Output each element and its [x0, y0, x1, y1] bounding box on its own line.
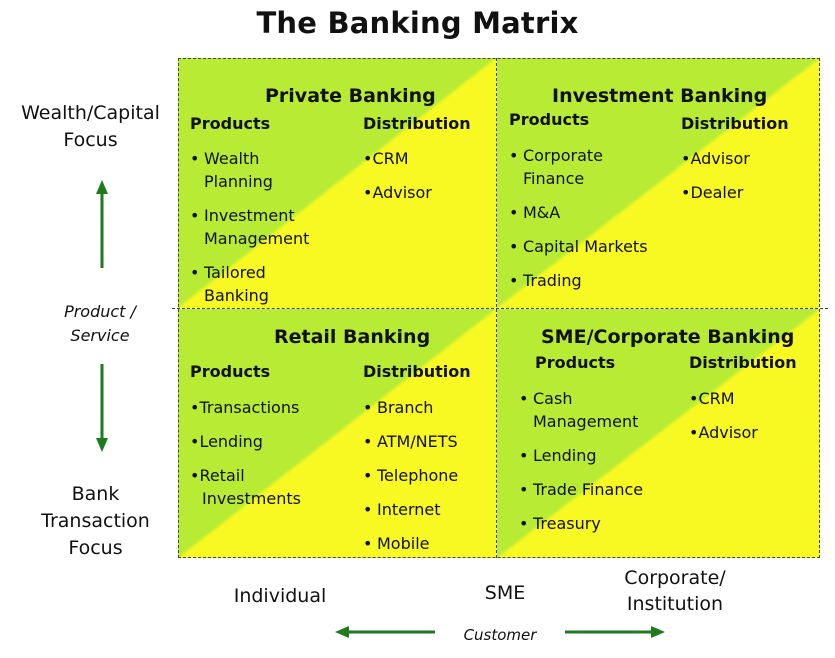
list-item: •Internet [363, 500, 441, 519]
list-item: •Lending [190, 432, 263, 451]
diagram-title: The Banking Matrix [256, 6, 579, 40]
x-middle-label: SME [484, 582, 526, 604]
distribution-heading: Distribution [689, 353, 797, 372]
y-bottom-label-line3: Focus [68, 537, 123, 559]
quadrant-title: SME/Corporate Banking [541, 326, 795, 348]
left-arrow-icon [335, 626, 435, 638]
y-bottom-label-line2: Transaction [41, 510, 150, 532]
quadrant-title: Investment Banking [552, 85, 768, 107]
quadrant-retail-banking: Retail Banking Products Distribution •Tr… [178, 309, 496, 558]
y-middle-label-line2: Service [70, 326, 130, 345]
distribution-heading: Distribution [363, 114, 471, 133]
y-top-label-line1: Wealth/Capital [21, 102, 160, 124]
products-heading: Products [190, 362, 271, 381]
list-item: •Advisor [681, 149, 750, 168]
list-item: •Branch [363, 398, 434, 417]
x-axis-label: Customer [463, 626, 537, 644]
list-item: •Advisor [689, 423, 758, 442]
products-heading: Products [509, 110, 590, 129]
distribution-heading: Distribution [681, 114, 789, 133]
distribution-list: •Advisor •Dealer [681, 147, 750, 204]
distribution-list: •Branch •ATM/NETS •Telephone •Internet •… [363, 396, 458, 555]
y-middle-label-line1: Product / [64, 302, 136, 321]
up-arrow-icon [96, 180, 108, 268]
x-right-label: Corporate/ Institution [600, 565, 750, 617]
banking-matrix: Private Banking Products Distribution •W… [172, 58, 828, 558]
distribution-list: •CRM •Advisor [689, 387, 758, 444]
quadrant-title: Retail Banking [274, 326, 431, 348]
distribution-list: •CRM •Advisor [363, 147, 432, 204]
y-bottom-label-line1: Bank [71, 483, 120, 505]
x-right-label-line2: Institution [626, 593, 724, 615]
y-top-label: Wealth/Capital Focus [8, 100, 173, 154]
list-item: •ATM/NETS [363, 432, 458, 451]
y-top-label-line2: Focus [63, 129, 118, 151]
list-item: •Trading [509, 271, 582, 290]
quadrant-sme-corporate-banking: SME/Corporate Banking Products Distribut… [497, 309, 820, 558]
distribution-heading: Distribution [363, 362, 471, 381]
x-right-label-line1: Corporate/ [624, 567, 726, 589]
x-left-label: Individual [233, 585, 327, 607]
list-item: •Treasury [519, 514, 601, 533]
down-arrow-icon [96, 364, 108, 452]
list-item: •Lending [519, 446, 597, 465]
list-item: •Mobile [363, 534, 430, 553]
list-item: •M&A [509, 203, 561, 222]
y-bottom-label: Bank Transaction Focus [18, 481, 173, 562]
right-arrow-icon [565, 626, 665, 638]
quadrant-investment-banking: Investment Banking Products Distribution… [497, 58, 820, 308]
list-item: •Advisor [363, 183, 432, 202]
list-item: •Capital Markets [509, 237, 648, 256]
quadrant-title: Private Banking [265, 85, 436, 107]
list-item: •Transactions [190, 398, 300, 417]
list-item: •CRM [689, 389, 735, 408]
list-item: •CRM [363, 149, 409, 168]
horizontal-divider [172, 308, 828, 309]
list-item: •Dealer [681, 183, 744, 202]
products-heading: Products [190, 114, 271, 133]
y-middle-label: Product / Service [40, 300, 160, 348]
products-heading: Products [535, 353, 616, 372]
list-item: •Trade Finance [519, 480, 644, 499]
list-item: •Telephone [363, 466, 459, 485]
quadrant-private-banking: Private Banking Products Distribution •W… [178, 58, 496, 308]
